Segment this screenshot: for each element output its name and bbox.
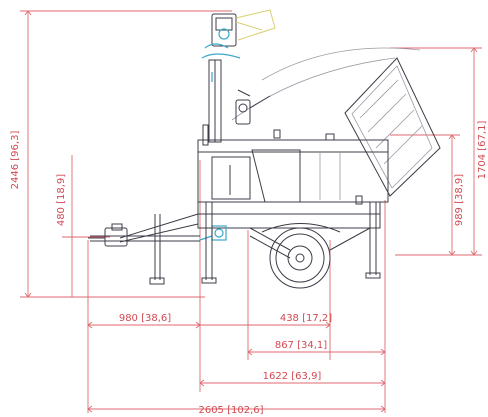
axle-to-rear-label: 867 [34,1] xyxy=(275,340,327,351)
generator-body xyxy=(197,129,389,229)
body-length-label: 1622 [63,9] xyxy=(263,371,322,382)
wheel-assembly xyxy=(249,223,371,289)
dimension-lines xyxy=(20,10,482,413)
support-legs xyxy=(201,202,381,284)
dimension-labels: 2446 [96,3] 480 [18,9] 1704 [67,1] 989 [… xyxy=(10,121,488,416)
drawbar-assembly xyxy=(88,213,227,285)
light-mast xyxy=(201,9,276,146)
body-height-label: 1704 [67,1] xyxy=(477,121,488,180)
overall-height-label: 2446 [96,3] xyxy=(10,131,21,190)
rear-height-label: 989 [38,9] xyxy=(454,174,465,226)
raised-canopy xyxy=(344,57,441,197)
front-offset-label: 980 [38,6] xyxy=(119,313,171,324)
overall-length-label: 2605 [102,6] xyxy=(198,405,263,416)
hitch-height-label: 480 [18,9] xyxy=(56,174,67,226)
axle-offset-label: 438 [17,2] xyxy=(280,313,332,324)
swing-arc xyxy=(231,47,421,121)
